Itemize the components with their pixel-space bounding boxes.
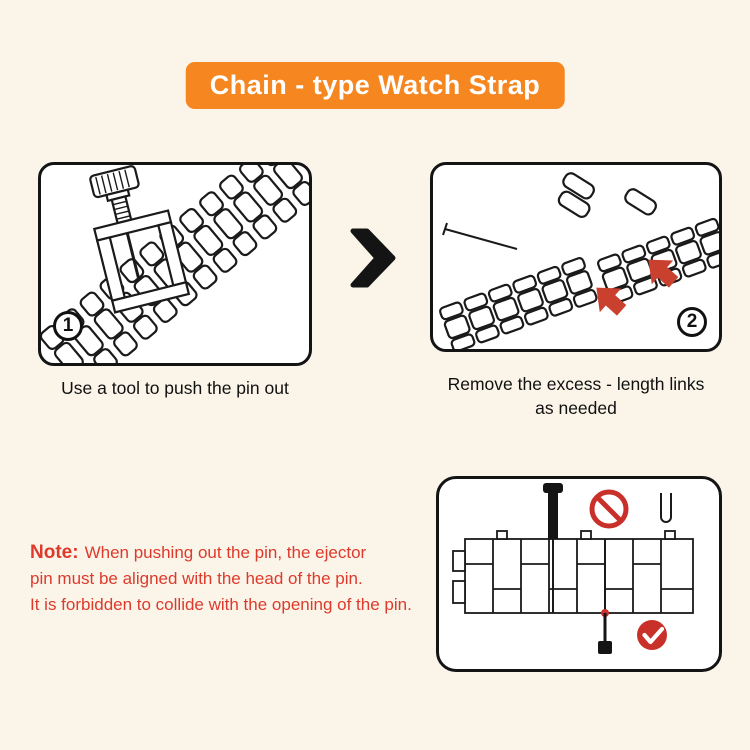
remove-links-illustration	[437, 172, 719, 349]
link-remover-tool	[89, 165, 191, 314]
pusher-pin	[543, 483, 563, 613]
step1-number-badge: 1	[53, 311, 83, 341]
check-icon	[637, 620, 667, 650]
note: Note: When pushing out the pin, the eject…	[30, 540, 470, 618]
pin-alignment-detail-panel	[436, 476, 722, 672]
step1-panel: 1	[38, 162, 312, 366]
band-cross-section	[452, 530, 694, 614]
note-label: Note:	[30, 542, 79, 563]
fork-pin	[660, 493, 672, 523]
step2-panel: 2	[430, 162, 722, 352]
band-segment-left	[437, 255, 599, 349]
pin-alignment-illustration	[452, 483, 694, 654]
note-line-2: pin must be aligned with the head of the…	[30, 569, 363, 588]
step2-caption-line1: Remove the excess - length links	[447, 374, 705, 394]
note-line-3: It is forbidden to collide with the open…	[30, 595, 412, 614]
page-title: Chain - type Watch Strap	[209, 70, 541, 100]
prohibition-icon	[589, 489, 629, 529]
step1-caption-line1: Use a tool to push the pin out	[61, 378, 289, 398]
note-line-1: Note: When pushing out the pin, the eject…	[30, 540, 470, 566]
note-line-1-text: When pushing out the pin, the ejector	[84, 543, 367, 562]
push-pin-tool-illustration	[41, 165, 309, 363]
step1-number: 1	[62, 315, 74, 336]
title-banner: Chain - type Watch Strap	[185, 62, 565, 109]
step2-caption-line2: as needed	[535, 398, 617, 418]
next-step-chevron-icon	[350, 228, 396, 288]
ejected-pin	[598, 539, 612, 654]
removed-links	[557, 172, 657, 218]
step2-caption: Remove the excess - length links as need…	[430, 372, 722, 420]
step1-caption: Use a tool to push the pin out	[38, 376, 312, 400]
spring-bar-pin	[442, 222, 518, 250]
step2-number: 2	[686, 311, 698, 332]
step2-number-badge: 2	[677, 307, 707, 337]
